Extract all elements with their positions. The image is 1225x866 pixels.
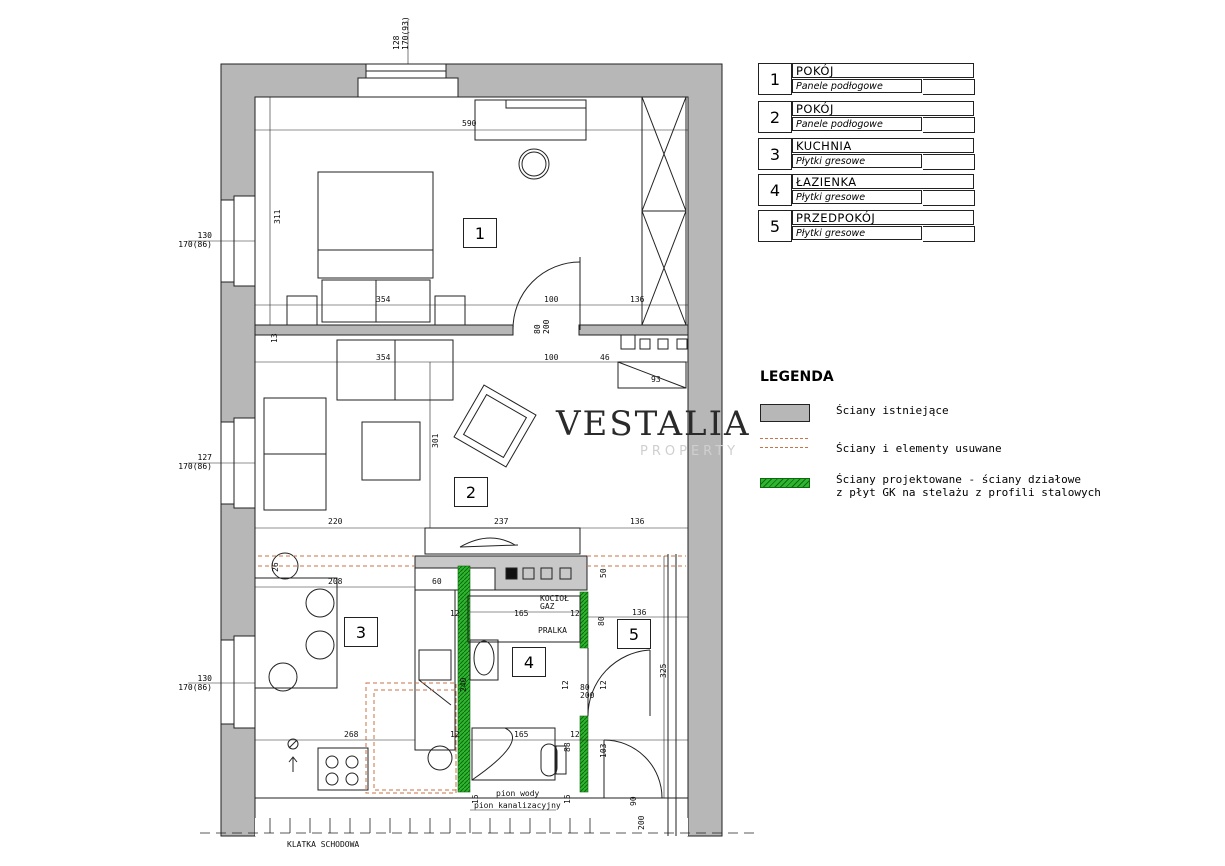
label-pralka: PRALKA: [538, 626, 567, 635]
dim-12e: 12: [450, 730, 460, 739]
dim-26: 26: [271, 562, 280, 572]
room-label-5: 5: [617, 619, 651, 649]
room-row-5: 5 PRZEDPOKÓJ Płytki gresowe: [758, 210, 976, 242]
legend-swatch-existing: [760, 404, 810, 422]
dim-136a: 136: [630, 295, 645, 304]
dim-13: 13: [270, 333, 279, 343]
legend-title: LEGENDA: [760, 369, 834, 385]
dim-165b: 165: [514, 730, 529, 739]
room-row-4: 4 ŁAZIENKA Płytki gresowe: [758, 174, 976, 206]
dim-268: 268: [344, 730, 359, 739]
dim-90: 90: [629, 796, 638, 806]
left-windows: [220, 195, 256, 729]
room-floor: Płytki gresowe: [792, 154, 922, 168]
room-row-1: 1 POKÓJ Panele podłogowe: [758, 63, 976, 95]
room-name: POKÓJ: [792, 101, 974, 116]
dimension-texts: 590 311 354 100 136 13 354 100 46 93 301…: [270, 119, 668, 830]
dim-220: 220: [328, 517, 343, 526]
legend-text-existing: Ściany istniejące: [836, 404, 949, 417]
room-floor: Płytki gresowe: [792, 226, 922, 240]
bathroom-furniture: [467, 595, 651, 781]
legend-text-projected: Ściany projektowane - ściany działowe z …: [836, 473, 1101, 499]
room-row-2: 2 POKÓJ Panele podłogowe: [758, 101, 976, 133]
dim-window-3: 130 170(86): [178, 674, 212, 692]
dim-12a: 12: [450, 609, 460, 618]
legend-swatch-removed: [760, 438, 808, 448]
room-label-2: 2: [454, 477, 488, 507]
dim-60: 60: [432, 577, 442, 586]
room-floor: Płytki gresowe: [792, 190, 922, 204]
dim-136c: 136: [632, 608, 647, 617]
dim-12f: 12: [570, 730, 580, 739]
dim-door-80-200: 80 200: [533, 319, 551, 334]
room-name: ŁAZIENKA: [792, 174, 974, 189]
dim-12c: 12: [561, 680, 570, 690]
dim-325: 325: [659, 663, 668, 678]
room-label-4: 4: [512, 647, 546, 677]
dim-window-2: 127 170(86): [178, 453, 212, 471]
room-cell-empty: [923, 190, 975, 206]
dim-237: 237: [494, 517, 509, 526]
dim-165a: 165: [514, 609, 529, 618]
dim-301: 301: [431, 433, 440, 448]
room-cell-empty: [923, 226, 975, 242]
legend-text-removed: Ściany i elementy usuwane: [836, 442, 1002, 455]
room-number: 5: [758, 210, 792, 242]
room-label-3: 3: [344, 617, 378, 647]
dim-103: 103: [599, 743, 608, 758]
dim-window-1: 130 170(86): [178, 231, 212, 249]
room-number: 3: [758, 138, 792, 170]
room-name: PRZEDPOKÓJ: [792, 210, 974, 225]
dim-136b: 136: [630, 517, 645, 526]
dim-100b: 100: [544, 353, 559, 362]
watermark-sub: PROPERTY: [640, 444, 740, 459]
dim-12d: 12: [599, 680, 608, 690]
room-label-1: 1: [463, 218, 497, 248]
label-pion-kan: pion kanalizacyjny: [474, 801, 561, 810]
dim-15b: 15: [563, 794, 572, 804]
dim-46: 46: [600, 353, 610, 362]
dim-354b: 354: [376, 353, 391, 362]
dim-88: 88: [563, 742, 572, 752]
dim-80a: 80: [597, 616, 606, 626]
room-row-3: 3 KUCHNIA Płytki gresowe: [758, 138, 976, 170]
dim-240: 240: [459, 677, 468, 692]
dim-50: 50: [599, 568, 608, 578]
label-pion-wody: pion wody: [496, 789, 540, 798]
room-cell-empty: [923, 117, 975, 133]
dim-100a: 100: [544, 295, 559, 304]
watermark-brand: VESTALIA: [556, 404, 751, 444]
dim-top-window: 128 170(93): [392, 16, 410, 50]
top-window: [357, 63, 459, 98]
dim-93: 93: [651, 375, 661, 384]
label-klatka: KLATKA SCHODOWA: [287, 840, 359, 849]
dim-354a: 354: [376, 295, 391, 304]
dim-208: 208: [328, 577, 343, 586]
dim-12b: 12: [570, 609, 580, 618]
room-number: 2: [758, 101, 792, 133]
room-floor: Panele podłogowe: [792, 117, 922, 131]
projected-walls: [457, 565, 589, 793]
room-number: 4: [758, 174, 792, 206]
dim-room1-width: 590: [462, 119, 477, 128]
dimension-lines: [188, 20, 688, 798]
entry-door: [603, 554, 677, 836]
room-cell-empty: [923, 79, 975, 95]
dim-15a: 15: [471, 794, 480, 804]
room2-furniture: [263, 334, 688, 555]
legend-swatch-projected: [760, 478, 810, 488]
dim-200c: 200: [637, 815, 646, 830]
room-name: POKÓJ: [792, 63, 974, 78]
room1-furniture: [286, 96, 687, 331]
room-floor: Panele podłogowe: [792, 79, 922, 93]
dim-room1-height: 311: [273, 209, 282, 224]
room-number: 1: [758, 63, 792, 95]
room-name: KUCHNIA: [792, 138, 974, 153]
removed-walls: [258, 555, 686, 794]
room-cell-empty: [923, 154, 975, 170]
